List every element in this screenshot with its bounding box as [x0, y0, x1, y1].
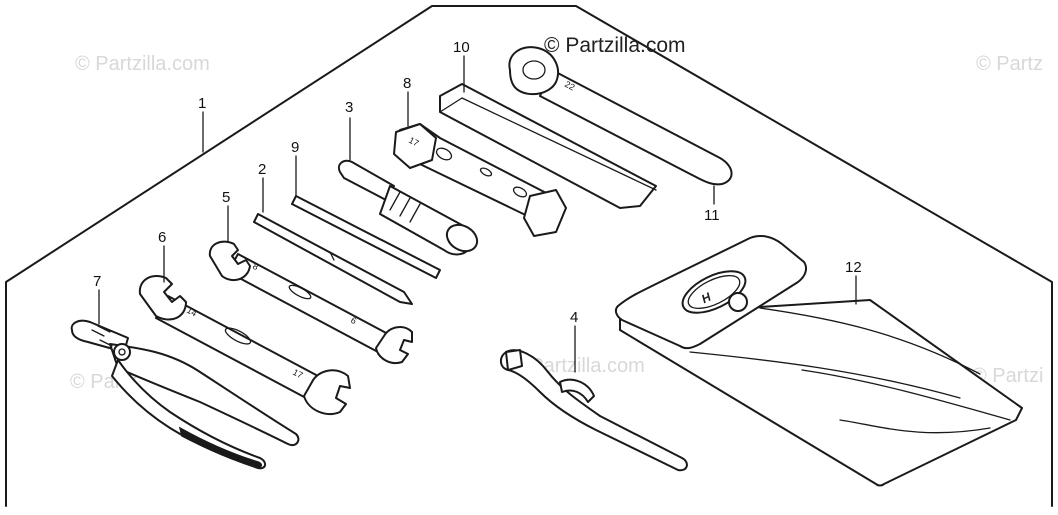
callout-7: 7 — [93, 273, 101, 290]
callout-9: 9 — [291, 139, 299, 156]
flat-bar — [439, 83, 657, 209]
callout-5: 5 — [222, 189, 230, 206]
wrench-6-stamp-a: 14 — [185, 305, 199, 319]
kit-boundary-outline — [5, 5, 1053, 507]
ring-wrench: 22 — [508, 46, 733, 186]
open-end-wrench-large: 14 17 — [138, 275, 351, 415]
pin-spanner — [500, 349, 688, 472]
watermark-main: © Partzilla.com — [544, 34, 686, 57]
watermark-bottom-right: © Partzi — [972, 365, 1043, 387]
ring-wrench-stamp: 22 — [563, 79, 577, 93]
watermark-top-left: © Partzilla.com — [75, 53, 210, 75]
screwdriver-blade — [253, 213, 413, 305]
callout-6: 6 — [158, 229, 166, 246]
callout-8: 8 — [403, 75, 411, 92]
callout-3: 3 — [345, 99, 353, 116]
callout-10: 10 — [453, 39, 470, 56]
callout-4: 4 — [570, 309, 578, 326]
callout-1: 1 — [198, 95, 206, 112]
pliers — [70, 319, 300, 470]
callout-2: 2 — [258, 161, 266, 178]
open-end-wrench-small: 8 6 — [208, 240, 413, 364]
wrench-5-stamp-a: 8 — [251, 261, 260, 272]
box-spanner: 17 — [393, 123, 567, 237]
box-spanner-stamp: 17 — [407, 135, 421, 149]
tool-pouch: H — [614, 235, 1023, 487]
watermark-top-right: © Partz — [976, 53, 1043, 75]
wrench-6-stamp-b: 17 — [291, 367, 305, 381]
callout-11: 11 — [704, 207, 720, 224]
wrench-5-stamp-b: 6 — [349, 315, 358, 326]
watermark-main-text: Partzilla.com — [565, 34, 685, 57]
screwdriver-grip — [338, 159, 479, 256]
callout-12: 12 — [845, 259, 862, 276]
screwdriver-extension-bar — [291, 195, 441, 279]
